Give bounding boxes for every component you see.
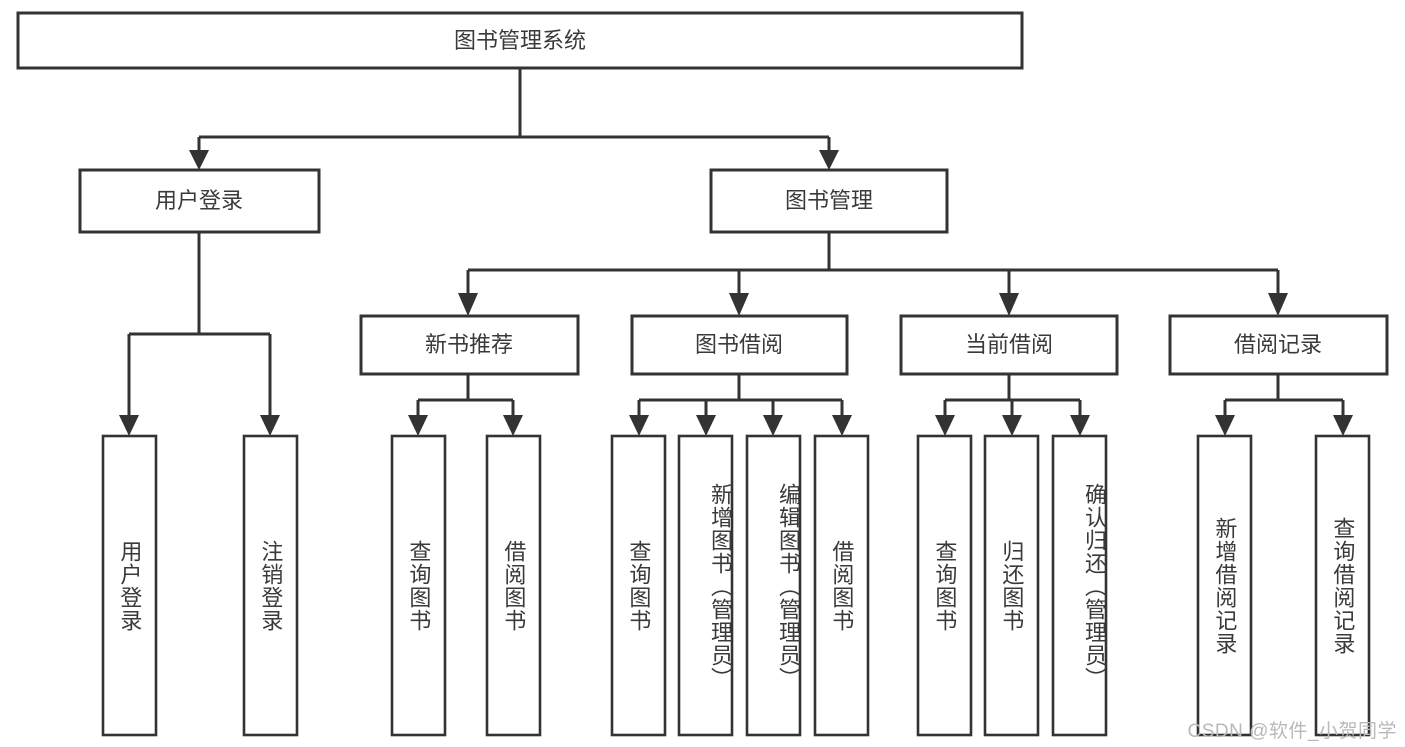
node-new-book-recommend-box[interactable]: [359, 314, 580, 376]
connector-group-bookborrow-leaves: [629, 374, 852, 436]
arrow-head-newbook: [458, 293, 478, 316]
node-book-management[interactable]: 图书管理: [709, 168, 949, 234]
node-borrow-record-label: 借阅记录: [1234, 332, 1322, 357]
node-book-borrow-box[interactable]: [630, 314, 849, 376]
arrow-head-leaf-user-login-1: [119, 415, 139, 436]
arrow-head-leaf-borrowrecord-2: [1333, 415, 1353, 436]
arrow-head-leaf-newbook-2: [503, 415, 523, 436]
leaf-box-newbook-2[interactable]: [485, 434, 542, 737]
arrow-head-leaf-bookborrow-2: [696, 415, 716, 436]
node-book-management-box[interactable]: [709, 168, 949, 234]
node-user-login-label: 用户登录: [155, 188, 243, 213]
leaf-box-bookborrow-2[interactable]: [677, 434, 734, 737]
connector-group-root: [189, 68, 839, 170]
leaf-box-bookborrow-1[interactable]: [610, 434, 667, 737]
node-book-borrow-label: 图书借阅: [695, 332, 783, 357]
leaf-box-bookborrow-3[interactable]: [745, 434, 802, 737]
node-root-label: 图书管理系统: [454, 28, 586, 53]
node-new-book-recommend[interactable]: 新书推荐: [359, 314, 580, 376]
leaf-box-currentborrow-3[interactable]: [1051, 434, 1108, 737]
watermark-text: CSDN @软件_小贺同学: [1187, 721, 1397, 742]
node-user-login[interactable]: 用户登录: [78, 168, 321, 234]
arrow-head-leaf-newbook-1: [408, 415, 428, 436]
arrow-head-leaf-borrowrecord-1: [1215, 415, 1235, 436]
connector-group-newbook-leaves: [408, 374, 523, 436]
arrow-head-bookborrow: [729, 293, 749, 316]
node-root-box[interactable]: [16, 11, 1024, 70]
leaf-box-currentborrow-2[interactable]: [983, 434, 1040, 737]
connector-group-userlogin: [119, 232, 280, 436]
leaf-box-borrowrecord-2[interactable]: [1314, 434, 1371, 737]
node-new-book-recommend-label: 新书推荐: [425, 332, 513, 357]
node-current-borrow-box[interactable]: [899, 314, 1119, 376]
arrow-head-leaf-bookborrow-1: [629, 415, 649, 436]
arrow-head-leaf-user-login-2: [260, 415, 280, 436]
node-borrow-record-box[interactable]: [1168, 314, 1389, 376]
arrow-head-leaf-currentborrow-1: [935, 415, 955, 436]
arrow-head-userlogin: [189, 150, 209, 170]
connector-group-currentborrow-leaves: [935, 374, 1090, 436]
leaf-box-user-login-2[interactable]: [242, 434, 299, 737]
node-user-login-box[interactable]: [78, 168, 321, 234]
connector-group-borrowrecord-leaves: [1215, 374, 1353, 436]
arrow-head-borrowrecord: [1268, 293, 1288, 316]
node-book-borrow[interactable]: 图书借阅: [630, 314, 849, 376]
arrow-head-leaf-currentborrow-2: [1002, 415, 1022, 436]
node-borrow-record[interactable]: 借阅记录: [1168, 314, 1389, 376]
leaf-box-borrowrecord-1[interactable]: [1196, 434, 1253, 737]
node-current-borrow-label: 当前借阅: [965, 332, 1053, 357]
leaf-box-currentborrow-1[interactable]: [916, 434, 973, 737]
leaf-box-bookborrow-4[interactable]: [813, 434, 870, 737]
arrow-head-leaf-bookborrow-4: [832, 415, 852, 436]
leaf-box-user-login-1[interactable]: [101, 434, 158, 737]
node-book-management-label: 图书管理: [785, 188, 873, 213]
node-current-borrow[interactable]: 当前借阅: [899, 314, 1119, 376]
arrow-head-bookmgmt: [819, 150, 839, 170]
arrow-head-leaf-bookborrow-3: [763, 415, 783, 436]
arrow-head-currentborrow: [999, 293, 1019, 316]
node-root[interactable]: 图书管理系统: [16, 11, 1024, 70]
leaf-box-newbook-1[interactable]: [390, 434, 447, 737]
connector-group-bookmgmt: [458, 232, 1288, 316]
arrow-head-leaf-currentborrow-3: [1070, 415, 1090, 436]
